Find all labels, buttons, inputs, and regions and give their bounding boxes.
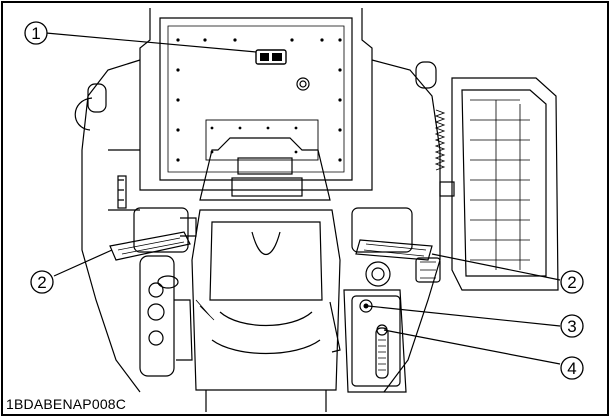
callout-4: 4 <box>560 356 584 380</box>
callout-3: 3 <box>560 314 584 338</box>
callout-2-left: 2 <box>30 270 54 294</box>
callout-3-number: 3 <box>567 317 576 336</box>
right-side-body <box>371 59 559 393</box>
callout-4-number: 4 <box>567 359 576 378</box>
operator-seat <box>191 209 341 412</box>
right-motion-control-lever <box>351 207 441 287</box>
rear-panel <box>139 8 373 191</box>
callout-2-left-number: 2 <box>37 273 46 292</box>
callout-1: 1 <box>24 21 48 45</box>
left-motion-control-lever <box>109 207 215 377</box>
callout-1-number: 1 <box>31 24 40 43</box>
callout-2-right: 2 <box>560 270 584 294</box>
left-side-body <box>74 59 141 393</box>
decal-item-1 <box>255 49 287 65</box>
leader-line-2-right <box>431 253 561 281</box>
leader-line-3 <box>367 305 561 327</box>
leader-line-4 <box>383 329 561 365</box>
right-console <box>329 289 407 393</box>
figure-code: 1BDABENAP008C <box>6 396 127 412</box>
leader-line-1 <box>45 32 257 53</box>
throttle-slot <box>375 327 389 379</box>
callouts: 1 2 2 3 4 <box>24 21 584 380</box>
leader-lines <box>45 32 561 365</box>
callout-2-right-number: 2 <box>567 273 576 292</box>
engine-hood <box>199 137 331 201</box>
leader-line-2-left <box>53 249 113 277</box>
